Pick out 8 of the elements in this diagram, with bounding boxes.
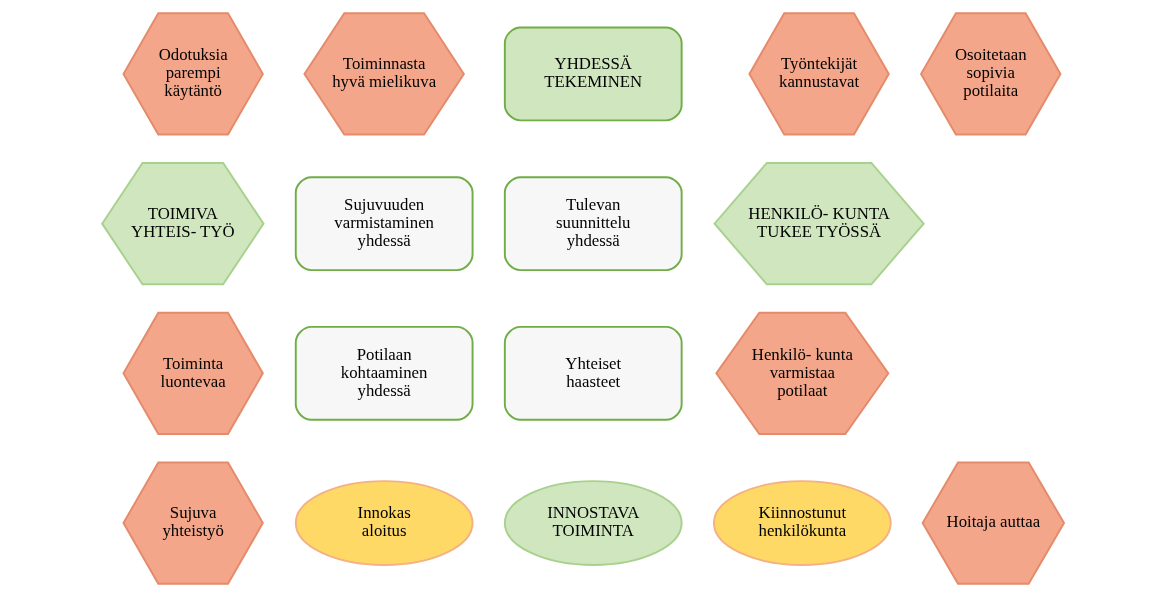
node-ellipse: Kiinnostunut henkilökunta — [712, 480, 892, 566]
node-box: Yhteiset haasteet — [503, 325, 683, 421]
node-box: Tulevan suunnittelu yhdessä — [503, 176, 683, 272]
node-ellipse: INNOSTAVA TOIMINTA — [503, 480, 683, 566]
node-box: Potilaan kohtaaminen yhdessä — [294, 325, 474, 421]
node-box: YHDESSÄ TEKEMINEN — [503, 26, 683, 122]
node-box: Sujuvuuden varmistaminen yhdessä — [294, 176, 474, 272]
node-ellipse: Innokas aloitus — [294, 480, 474, 566]
